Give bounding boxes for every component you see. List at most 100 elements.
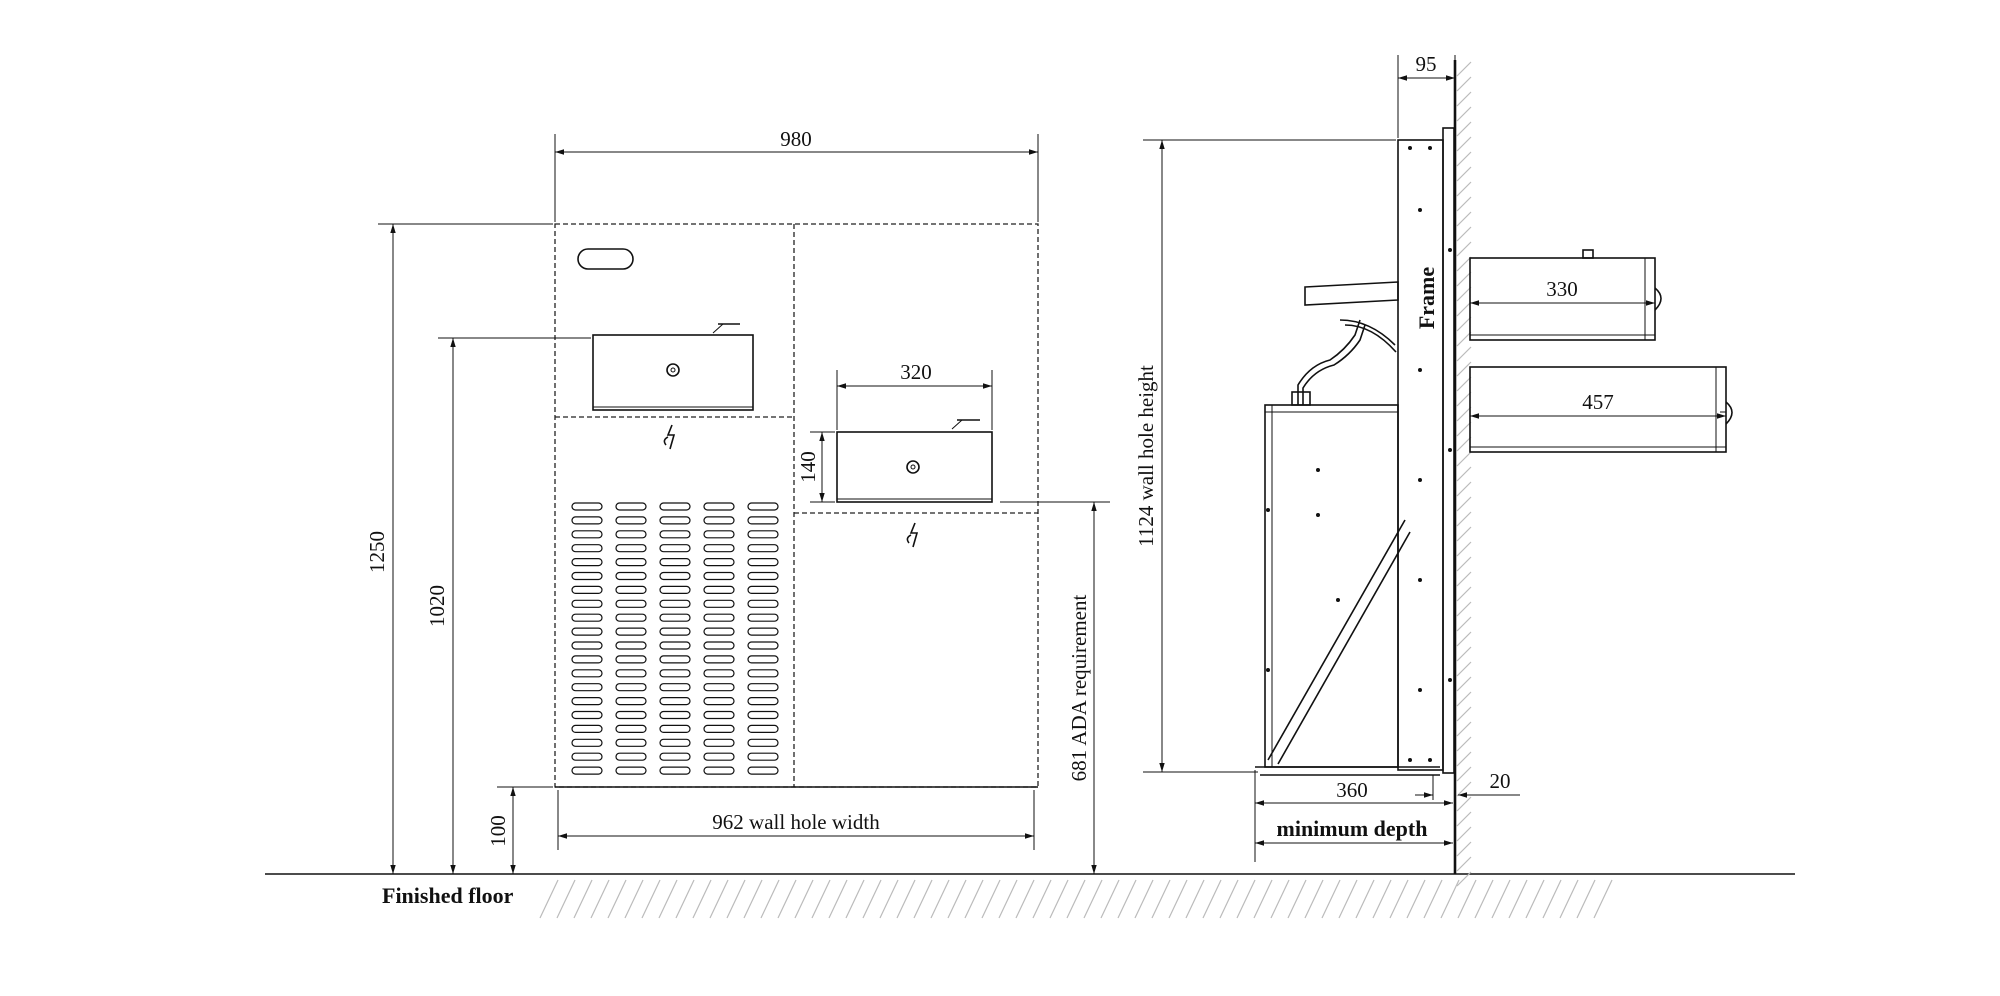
louvre-slot — [747, 766, 779, 775]
frame-hole — [1448, 248, 1452, 252]
louvre-slot — [703, 669, 735, 678]
frame-hole — [1418, 368, 1422, 372]
louvre-slot — [615, 738, 647, 747]
louvre-slot — [659, 696, 691, 706]
louvre-slot — [615, 530, 647, 539]
front-view: 980 1250 1020 320 140 681 ADA requiremen… — [365, 127, 1110, 908]
dim-1124-wall-hole-height: 1124 wall hole height — [1134, 365, 1158, 547]
louvre-slot — [703, 627, 735, 636]
louvre-slot — [659, 655, 691, 664]
louvre-slot — [571, 724, 603, 734]
louvre-slot — [571, 738, 603, 747]
frame-hole — [1418, 578, 1422, 582]
louvre-slot — [747, 655, 779, 664]
dim-330: 330 — [1546, 277, 1578, 301]
louvre-slot — [703, 641, 735, 650]
louvre-slot — [571, 530, 603, 539]
louvre-slot — [747, 557, 779, 567]
louvre-slot — [659, 752, 691, 761]
louvre-slot — [703, 516, 735, 525]
frame-hole — [1408, 146, 1412, 150]
frame-hole — [1428, 146, 1432, 150]
louvre-slot — [659, 544, 691, 553]
frame-hole — [1448, 678, 1452, 682]
louvre-slot — [615, 502, 647, 511]
minimum-depth-label: minimum depth — [1277, 816, 1428, 841]
finished-floor-label: Finished floor — [382, 883, 514, 908]
louvre-slot — [659, 710, 691, 720]
dim-140: 140 — [796, 451, 820, 483]
louvre-slot — [615, 516, 647, 525]
floor — [265, 873, 1795, 919]
louvre-slot — [703, 655, 735, 664]
louvre-slot — [571, 613, 603, 622]
louvre-slot — [659, 585, 691, 595]
louvre-slot — [703, 683, 735, 692]
louvre-slot — [659, 571, 691, 581]
louvre-slot — [703, 710, 735, 720]
louvre-slot — [615, 683, 647, 692]
louvre-slot — [571, 557, 603, 567]
louvre-slot — [703, 766, 735, 775]
side-view: Frame — [1134, 52, 1733, 887]
cooler-rivet — [1266, 668, 1270, 672]
louvre-slot — [571, 641, 603, 650]
louvre-slot — [747, 571, 779, 581]
louvre-slot — [571, 502, 603, 511]
dim-457: 457 — [1582, 390, 1614, 414]
louvre-slot — [747, 627, 779, 636]
frame-hole — [1418, 688, 1422, 692]
lower-basin — [836, 419, 993, 503]
louvre-slot — [571, 766, 603, 775]
louvre-slot — [747, 710, 779, 720]
louvre-slot — [703, 613, 735, 622]
frame-hole — [1408, 758, 1412, 762]
louvre-slot — [659, 669, 691, 678]
label-plate — [577, 248, 634, 270]
louvre-slot — [571, 627, 603, 636]
louvre-slot — [571, 544, 603, 553]
louvre-slot — [659, 599, 691, 608]
louvre-slot — [571, 655, 603, 664]
cooler-body — [1264, 404, 1399, 768]
cooler-rivet — [1266, 508, 1270, 512]
louvre-slot — [659, 683, 691, 692]
louvre-slot — [615, 724, 647, 734]
wall-hatching — [1456, 61, 1472, 887]
louvre-slot — [571, 752, 603, 761]
louvre-slot — [659, 738, 691, 747]
dim-1020: 1020 — [425, 585, 449, 627]
louvre-slot — [703, 585, 735, 595]
louvre-slot — [615, 599, 647, 608]
louvre-slot — [703, 544, 735, 553]
louvre-slot — [703, 530, 735, 539]
dim-100: 100 — [486, 815, 510, 847]
louvre-slot — [571, 683, 603, 692]
dim-980: 980 — [780, 127, 812, 151]
louvre-slot — [747, 516, 779, 525]
louvre-slot — [615, 585, 647, 595]
louvre-slot — [747, 502, 779, 511]
louvre-slot — [659, 724, 691, 734]
frame-hole — [1448, 448, 1452, 452]
louvre-slot — [571, 571, 603, 581]
frame-hole — [1418, 478, 1422, 482]
louvre-slot — [615, 696, 647, 706]
dim-360: 360 — [1336, 778, 1368, 802]
dim-1250: 1250 — [365, 531, 389, 573]
frame-label: Frame — [1414, 267, 1439, 330]
louvre-slot — [747, 613, 779, 622]
louvre-slot — [747, 669, 779, 678]
louvre-slot — [703, 571, 735, 581]
louvre-slot — [571, 669, 603, 678]
louvre-slot — [747, 641, 779, 650]
louvre-slot — [703, 724, 735, 734]
louvre-slot — [615, 766, 647, 775]
bracket-arm — [1304, 281, 1399, 306]
pipework — [1291, 319, 1397, 406]
louvre-slot — [615, 752, 647, 761]
louvre-slot — [615, 613, 647, 622]
louvre-slot — [615, 627, 647, 636]
louvre-slot — [659, 766, 691, 775]
louvre-slot — [615, 557, 647, 567]
